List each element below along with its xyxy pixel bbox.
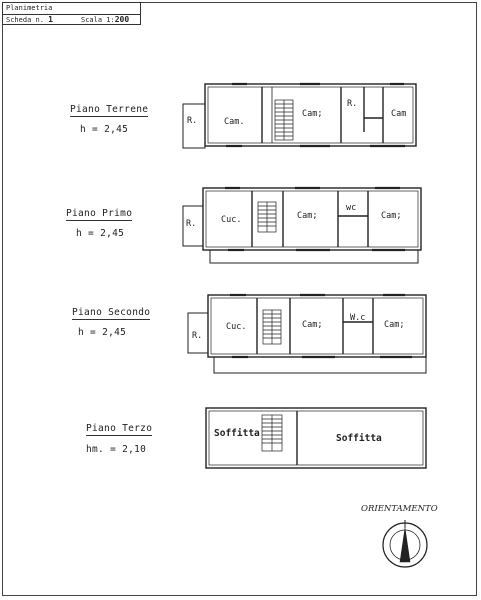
floor-plan-third [205,407,427,469]
title-block-scheda: Scheda n. 1 Scala 1:200 [3,14,140,25]
scale-value: 200 [114,15,130,24]
title-block-title: Planimetria [3,3,140,15]
room-label: Cam; [302,320,322,330]
floor-0-name: Piano Terrene [70,104,149,117]
floor-plan-first [182,186,422,264]
room-label: W.c [350,313,365,323]
floor-2-height: h = 2,45 [78,327,127,338]
floor-plan-second [187,293,427,374]
floor-3-name: Piano Terzo [86,423,153,436]
floor-3-height: hm. = 2,10 [86,444,147,455]
room-label: R. [186,219,196,229]
room-label: Cam [391,109,406,119]
room-label: Cam; [297,211,317,221]
room-label: R. [192,331,202,341]
floor-1-name: Piano Primo [66,208,133,221]
floor-0-height: h = 2,45 [80,124,129,135]
floor-1-height: h = 2,45 [76,228,125,239]
room-label: Cam; [302,109,322,119]
room-label: wc [346,203,356,213]
scale-label: Scala 1: [81,16,115,24]
room-label: Soffitta [336,433,382,444]
compass-icon [382,520,428,568]
room-label: Cam; [384,320,404,330]
sheet-number: 1 [48,15,53,24]
room-label: Cam. [224,117,244,127]
room-label: Cam; [381,211,401,221]
orientation-label: ORIENTAMENTO [361,504,438,514]
scale: Scala 1:200 [81,14,129,26]
room-label: Cuc. [226,322,246,332]
title-block: Planimetria Scheda n. 1 Scala 1:200 [2,2,141,25]
room-label: R. [347,99,357,109]
room-label: Cuc. [221,215,241,225]
floor-2-name: Piano Secondo [72,307,151,320]
sheet-label: Scheda n. [6,16,44,24]
floor-plan-ground [182,82,417,149]
room-label: Soffitta [214,428,260,439]
drawing-sheet-border [2,2,477,596]
room-label: R. [187,116,197,126]
room-labels: R. Cam. Cam; R. Cam R. Cuc. Cam; wc Cam;… [186,99,406,444]
